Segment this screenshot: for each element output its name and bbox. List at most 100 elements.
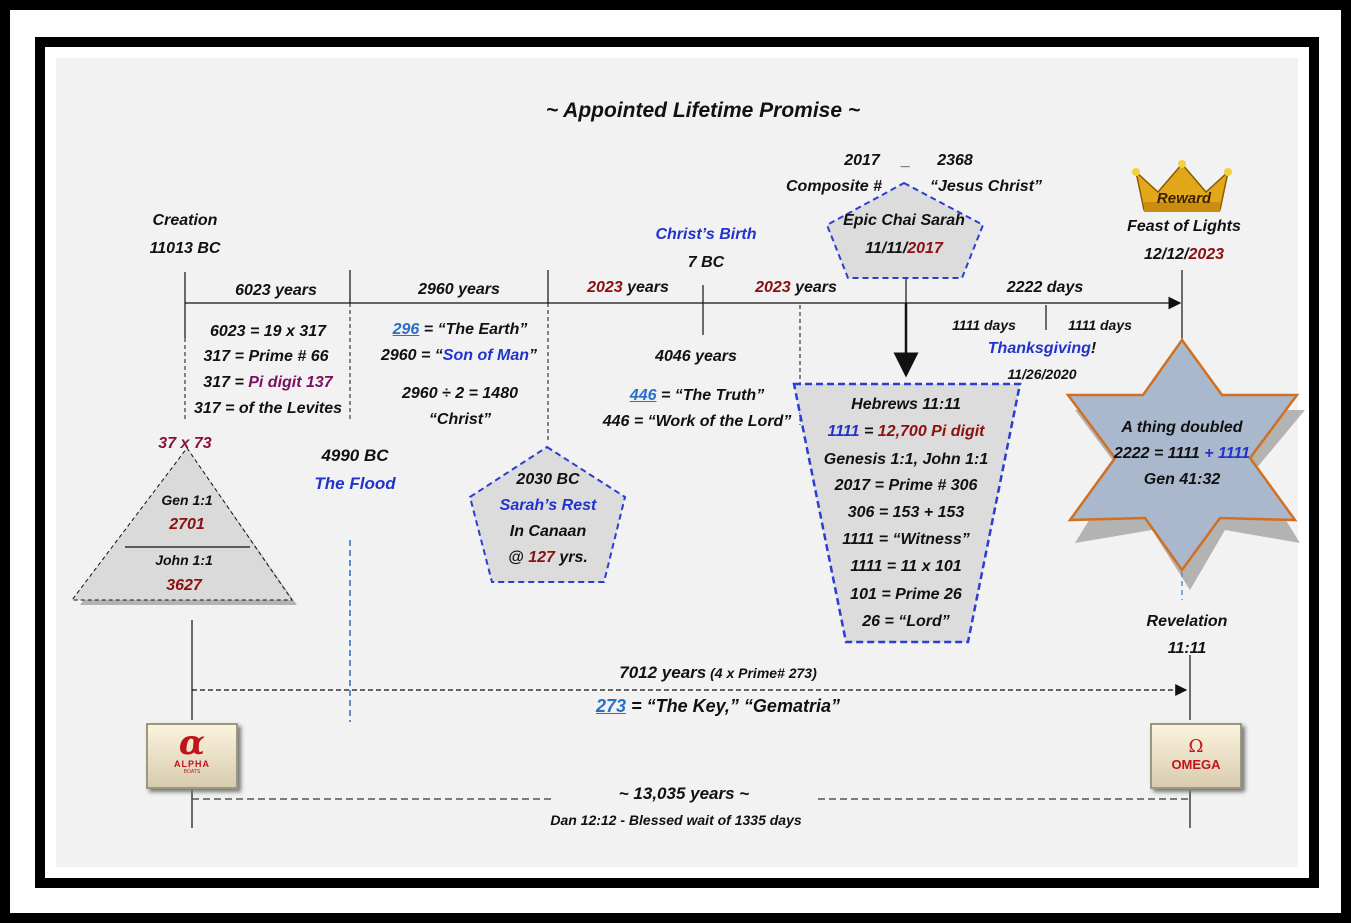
hebrews-line2: 1111 = 12,700 Pi digit <box>828 423 985 441</box>
omega-symbol: Ω <box>1188 736 1204 757</box>
pyramid-john: John 1:1 <box>155 552 213 568</box>
reward-badge: Reward <box>1156 190 1212 207</box>
col1-line3-prefix: 317 = <box>203 374 249 391</box>
key-number: 273 <box>596 696 627 716</box>
alpha-text: ALPHA <box>174 759 210 769</box>
alpha-symbol: α <box>178 723 206 763</box>
hebrews-line3: Genesis 1:1, John 1:1 <box>823 451 989 468</box>
star-line2-plus: + 1111 <box>1204 445 1251 462</box>
alpha-logo: α ALPHA BOATS <box>146 723 238 789</box>
thanksgiving-label: Thanksgiving! <box>988 340 1096 358</box>
epic-date-year: 2017 <box>907 240 943 257</box>
hebrews-line2-equals: = <box>859 423 878 440</box>
col1-line1: 6023 = 19 x 317 <box>209 323 327 340</box>
span-7012-paren: (4 x Prime# 273) <box>706 665 817 681</box>
number-dash: _ <box>901 152 911 169</box>
star-line2-prefix: 2222 = 1111 <box>1113 445 1205 462</box>
jesus-christ-label: “Jesus Christ” <box>929 178 1043 195</box>
pyramid-3627: 3627 <box>166 577 202 594</box>
col2-line2-prefix: 2960 = “ <box>380 347 443 364</box>
sarah-pentagon <box>468 445 627 583</box>
segment-2023-a-unit: years <box>622 279 669 296</box>
creation-date: 11013 BC <box>149 240 221 257</box>
revelation-ref: 11:11 <box>1167 640 1207 657</box>
omega-logo: Ω OMEGA <box>1150 723 1242 789</box>
hebrews-line2-number: 1111 <box>827 423 860 440</box>
segment-2023-b: 2023 years <box>755 279 837 297</box>
segment-1111-days-b: 1111 days <box>1068 317 1132 333</box>
star-line3: Gen 41:32 <box>1143 471 1221 488</box>
segment-2023-a: 2023 years <box>587 279 669 297</box>
col2-line3: 2960 ÷ 2 = 1480 <box>402 385 518 402</box>
col3-line2: 446 = “Work of the Lord” <box>602 413 792 430</box>
span-7012-main: 7012 years <box>619 663 707 682</box>
segment-2023-b-number: 2023 <box>755 279 791 296</box>
sarah-rest-label: Sarah’s Rest <box>499 497 597 514</box>
sarah-age-number: 127 <box>528 549 555 566</box>
col3-line1-text: = “The Truth” <box>656 387 765 404</box>
col2-line1-number: 296 <box>392 321 420 338</box>
segment-4046: 4046 years <box>655 348 737 365</box>
thanksgiving-date: 11/26/2020 <box>1007 366 1077 382</box>
segment-6023: 6023 years <box>235 282 317 299</box>
diagram-canvas <box>56 58 1298 867</box>
pyramid-2701: 2701 <box>169 516 205 533</box>
epic-label: Epic Chai Sarah <box>843 212 965 229</box>
composite-label: Composite # <box>785 178 883 195</box>
col2-line1-text: = “The Earth” <box>419 321 528 338</box>
pyramid <box>70 447 293 601</box>
segment-1111-days-a: 1111 days <box>952 317 1016 333</box>
sarah-canaan: In Canaan <box>509 523 587 540</box>
span-13035-label: ~ 13,035 years ~ <box>618 784 750 803</box>
hebrews-line5: 306 = 153 + 153 <box>847 504 965 521</box>
segment-2023-a-number: 2023 <box>587 279 623 296</box>
hebrews-line2-pi: 12,700 Pi digit <box>877 423 985 440</box>
hebrews-line1: Hebrews 11:11 <box>851 396 961 413</box>
sarah-age-suffix: yrs. <box>554 549 588 566</box>
crown-icon <box>1132 160 1232 212</box>
hebrews-line8: 101 = Prime 26 <box>850 586 962 603</box>
col1-line3: 317 = Pi digit 137 <box>203 374 332 392</box>
alpha-subtext: BOATS <box>183 769 201 775</box>
hebrews-line9: 26 = “Lord” <box>862 613 950 630</box>
thanksgiving-word: Thanksgiving <box>987 340 1091 357</box>
col1-line2: 317 = Prime # 66 <box>203 348 329 365</box>
col3-line1-number: 446 <box>629 387 657 404</box>
sarah-date: 2030 BC <box>516 471 580 488</box>
feast-date-prefix: 12/12/ <box>1143 246 1189 263</box>
segment-2222-days: 2222 days <box>1006 279 1084 296</box>
flood-date: 4990 BC <box>321 446 389 465</box>
christ-birth-date: 7 BC <box>687 254 725 271</box>
col2-line4: “Christ” <box>428 411 492 428</box>
col2-line2: 2960 = “Son of Man” <box>381 347 537 365</box>
hebrews-line6: 1111 = “Witness” <box>842 531 970 548</box>
col3-line1: 446 = “The Truth” <box>630 387 764 405</box>
sarah-age: @ 127 yrs. <box>508 549 588 567</box>
creation-label: Creation <box>152 212 218 229</box>
feast-date-year: 2023 <box>1188 246 1225 263</box>
star-line2: 2222 = 1111 + 1111 <box>1114 445 1250 463</box>
key-label: 273 = “The Key,” “Gematria” <box>596 696 840 717</box>
thanksgiving-bang: ! <box>1090 340 1097 357</box>
pyramid-top-label: 37 x 73 <box>158 435 212 452</box>
hebrews-trapezoid <box>792 382 1022 644</box>
col1-line4: 317 = of the Levites <box>193 400 343 417</box>
hebrews-line4: 2017 = Prime # 306 <box>834 477 978 494</box>
col2-line2-suffix: ” <box>529 347 538 364</box>
col1-line3-pi: Pi digit 137 <box>248 374 333 391</box>
pyramid-gen: Gen 1:1 <box>161 492 213 508</box>
col2-line1: 296 = “The Earth” <box>393 321 528 339</box>
hebrews-line7: 1111 = 11 x 101 <box>850 558 962 575</box>
span-13035-sub: Dan 12:12 - Blessed wait of 1335 days <box>550 812 802 828</box>
span-7012-label: 7012 years (4 x Prime# 273) <box>619 663 817 683</box>
key-text: = “The Key,” “Gematria” <box>626 696 840 716</box>
number-2368: 2368 <box>937 152 973 169</box>
star-line1: A thing doubled <box>1121 419 1243 436</box>
feast-label: Feast of Lights <box>1127 218 1241 235</box>
revelation-label: Revelation <box>1146 613 1228 630</box>
feast-date: 12/12/2023 <box>1144 246 1224 264</box>
epic-date: 11/11/2017 <box>865 240 943 258</box>
omega-text: OMEGA <box>1171 757 1221 772</box>
